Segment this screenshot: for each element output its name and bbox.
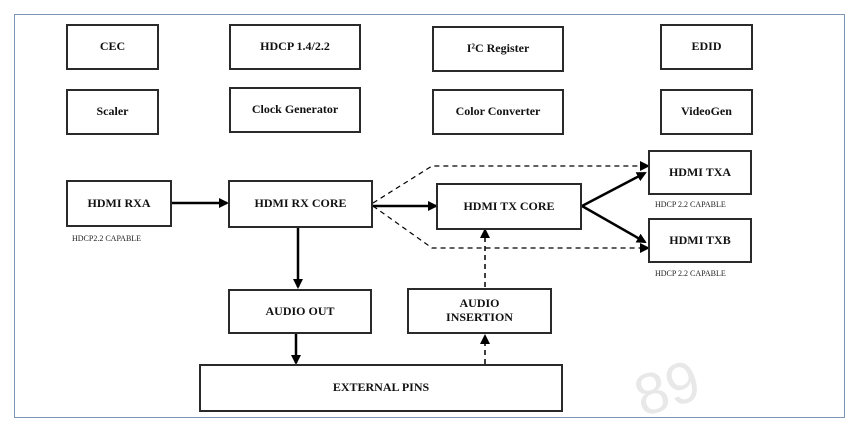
i2c-register-block: I²C Register <box>432 26 564 72</box>
clock-generator-block: Clock Generator <box>229 87 361 133</box>
scaler-block: Scaler <box>66 89 159 135</box>
scaler-label: Scaler <box>96 104 129 119</box>
hdmi-rx-core-label: HDMI RX CORE <box>254 196 347 211</box>
cec-block: CEC <box>66 24 159 70</box>
videogen-label: VideoGen <box>681 104 732 119</box>
edid-block: EDID <box>660 24 753 70</box>
cec-label: CEC <box>99 39 126 54</box>
hdmi-tx-core-label: HDMI TX CORE <box>463 198 555 213</box>
audio-out-block: AUDIO OUT <box>228 289 372 334</box>
edid-label: EDID <box>691 39 722 54</box>
videogen-block: VideoGen <box>660 89 753 135</box>
hdmi-txb-label: HDMI TXB <box>669 232 731 247</box>
hdmi-txa-label: HDMI TXA <box>668 164 732 179</box>
hdmi-rxa-block: HDMI RXA <box>66 180 172 227</box>
arrow-txcore-to-txa <box>581 171 647 208</box>
external-pins-label: EXTERNAL PINS <box>332 380 430 395</box>
i2c-register-label: I²C Register <box>466 41 530 56</box>
hdmi-txa-block: HDMI TXA <box>648 150 752 195</box>
hdmi-rxa-caption: HDCP2.2 CAPABLE <box>72 234 142 243</box>
hdmi-rxa-label: HDMI RXA <box>87 195 151 210</box>
dashed-bypass-txb <box>372 205 650 253</box>
hdmi-txb-block: HDMI TXB <box>648 218 752 263</box>
audio-insertion-label-line2: INSERTION <box>446 310 513 324</box>
diagram-frame <box>14 14 845 418</box>
hdmi-rx-core-block: HDMI RX CORE <box>228 180 373 228</box>
hdcp-label: HDCP 1.4/2.2 <box>260 39 330 54</box>
audio-out-label: AUDIO OUT <box>265 303 335 318</box>
hdmi-txb-caption: HDCP 2.2 CAPABLE <box>655 269 726 278</box>
hdmi-tx-core-block: HDMI TX CORE <box>436 183 582 230</box>
arrow-txcore-to-txb <box>581 204 647 244</box>
audio-insertion-label-line1: AUDIO <box>459 296 500 311</box>
hdcp-block: HDCP 1.4/2.2 <box>229 24 361 70</box>
color-converter-label: Color Converter <box>455 104 541 119</box>
hdmi-txa-caption: HDCP 2.2 CAPABLE <box>655 200 726 209</box>
clock-generator-label: Clock Generator <box>251 102 339 117</box>
external-pins-block: EXTERNAL PINS <box>199 364 563 412</box>
color-converter-block: Color Converter <box>432 89 564 135</box>
audio-insertion-block: AUDIO INSERTION <box>407 288 552 334</box>
